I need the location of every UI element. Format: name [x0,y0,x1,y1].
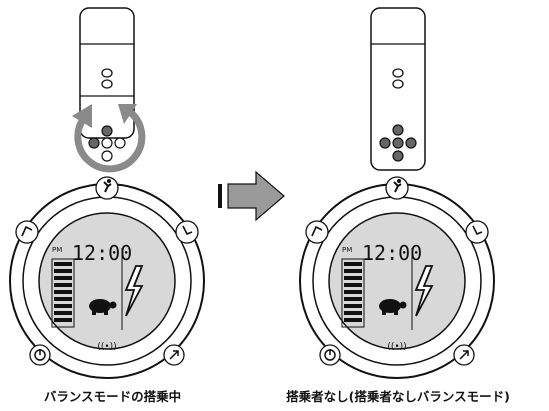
left-button-pad [88,125,126,162]
right-controller [370,7,426,171]
battery-bar-meter [341,258,365,328]
turtle-icon [379,299,407,315]
left-side-button [305,220,329,244]
lower-right-button [453,344,475,366]
meridiem-label: PM [52,246,62,254]
lightning-icon [414,265,434,317]
power-icon [29,344,51,366]
left-display-unit: PM 12:00 ((•)) [9,176,205,379]
rider-icon [95,176,119,200]
right-caption: 搭乗者なし(搭乗者なしバランスモード) [286,389,510,404]
left-side-button [15,220,39,244]
left-caption: バランスモードの搭乗中 [43,389,182,404]
signal-indicator: ((•)) [97,342,116,352]
lower-right-button [163,344,185,366]
right-display-unit: PM 12:00 ((•)) [299,176,495,379]
lightning-icon [124,265,144,317]
meridiem-label: PM [342,246,352,254]
turtle-icon [89,299,117,315]
right-side-button [175,220,199,244]
right-side-button [465,220,489,244]
power-icon [319,344,341,366]
rotate-arrow-icon [72,104,146,173]
rider-icon [385,176,409,200]
right-arrow-icon [218,170,285,222]
signal-indicator: ((•)) [387,342,406,352]
clock-time: 12:00 [72,241,132,265]
clock-time: 12:00 [362,241,422,265]
battery-bar-meter [51,258,75,328]
